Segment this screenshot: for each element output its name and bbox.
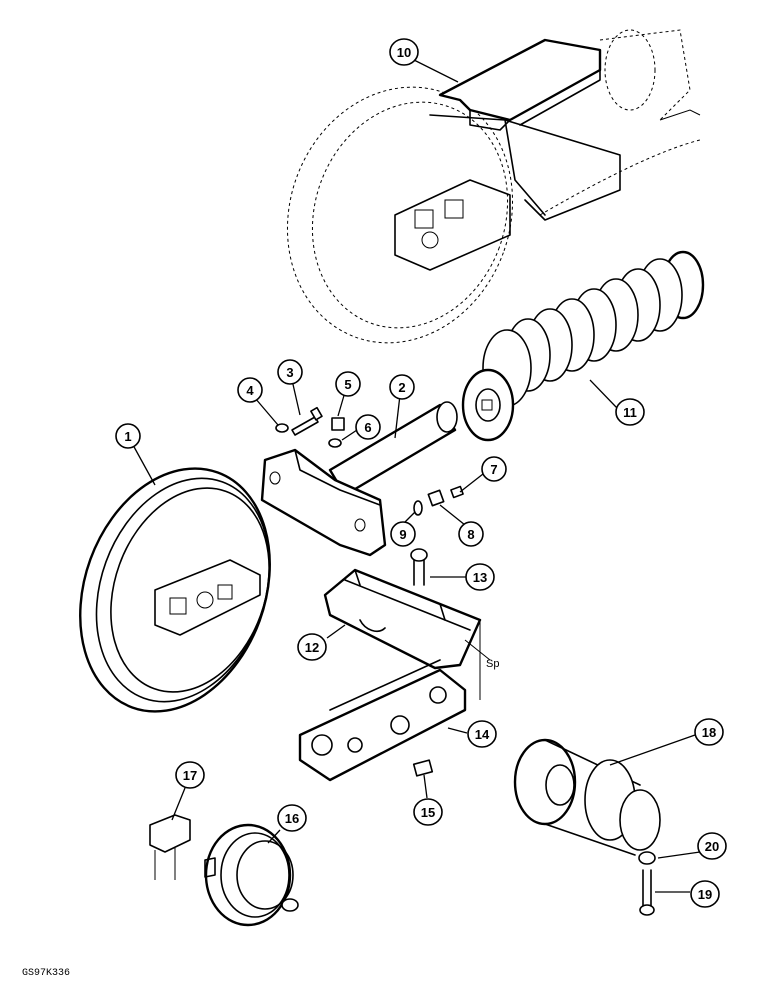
callout-3: 3 bbox=[277, 359, 303, 385]
callout-11-label: 11 bbox=[623, 405, 637, 420]
callout-4-label: 4 bbox=[246, 383, 254, 398]
callout-5: 5 bbox=[335, 371, 361, 397]
spring-gap-label: Sp bbox=[486, 658, 499, 670]
callout-8: 8 bbox=[458, 521, 484, 547]
part-2-yoke-rod bbox=[260, 401, 458, 557]
callout-12-label: 12 bbox=[305, 640, 319, 655]
callout-1-label: 1 bbox=[124, 429, 131, 444]
callout-16-label: 16 bbox=[285, 811, 299, 826]
callout-5-label: 5 bbox=[344, 377, 351, 392]
callout-2-label: 2 bbox=[398, 380, 405, 395]
leader-lines bbox=[132, 57, 701, 893]
callout-2: 2 bbox=[389, 374, 415, 400]
callout-17-label: 17 bbox=[183, 768, 197, 783]
callout-4: 4 bbox=[237, 377, 263, 403]
callout-13: 13 bbox=[465, 563, 495, 591]
part-1-idler-wheel bbox=[79, 467, 271, 713]
callout-13-label: 13 bbox=[473, 570, 487, 585]
callout-20: 20 bbox=[697, 832, 727, 860]
callout-18-label: 18 bbox=[702, 725, 716, 740]
part-10-cover-plate bbox=[429, 38, 602, 216]
callout-14: 14 bbox=[467, 720, 497, 748]
callout-12: 12 bbox=[297, 633, 327, 661]
callout-11: 11 bbox=[615, 398, 645, 426]
callout-3-label: 3 bbox=[286, 365, 293, 380]
callout-19: 19 bbox=[690, 880, 720, 908]
part-18-track-roller bbox=[513, 738, 661, 856]
callout-18: 18 bbox=[694, 718, 724, 746]
part-20-washer bbox=[638, 851, 656, 865]
part-17-clamp bbox=[149, 814, 191, 880]
part-13-bolt bbox=[410, 548, 428, 586]
callout-6: 6 bbox=[355, 414, 381, 440]
callout-7: 7 bbox=[481, 456, 507, 482]
part-14-track-link bbox=[298, 659, 467, 782]
part-12-track-shoe bbox=[323, 568, 491, 700]
callout-9: 9 bbox=[390, 521, 416, 547]
part-11-recoil-spring bbox=[461, 250, 705, 442]
figure-code: GS97K336 bbox=[22, 968, 70, 979]
callout-1: 1 bbox=[115, 423, 141, 449]
callout-15: 15 bbox=[413, 798, 443, 826]
part-19-bolt bbox=[639, 869, 655, 916]
callout-16: 16 bbox=[277, 804, 307, 832]
callout-20-label: 20 bbox=[705, 839, 719, 854]
fastener-parts bbox=[275, 406, 464, 516]
part-16-carrier-roller bbox=[204, 823, 299, 927]
callout-17: 17 bbox=[175, 761, 205, 789]
part-15-nut bbox=[412, 759, 434, 777]
callout-14-label: 14 bbox=[475, 727, 490, 742]
callout-10: 10 bbox=[389, 38, 419, 66]
callout-10-label: 10 bbox=[397, 45, 411, 60]
callout-8-label: 8 bbox=[467, 527, 474, 542]
callout-7-label: 7 bbox=[490, 462, 497, 477]
callout-15-label: 15 bbox=[421, 805, 435, 820]
callout-6-label: 6 bbox=[364, 420, 371, 435]
callout-9-label: 9 bbox=[399, 527, 406, 542]
callout-19-label: 19 bbox=[698, 887, 712, 902]
